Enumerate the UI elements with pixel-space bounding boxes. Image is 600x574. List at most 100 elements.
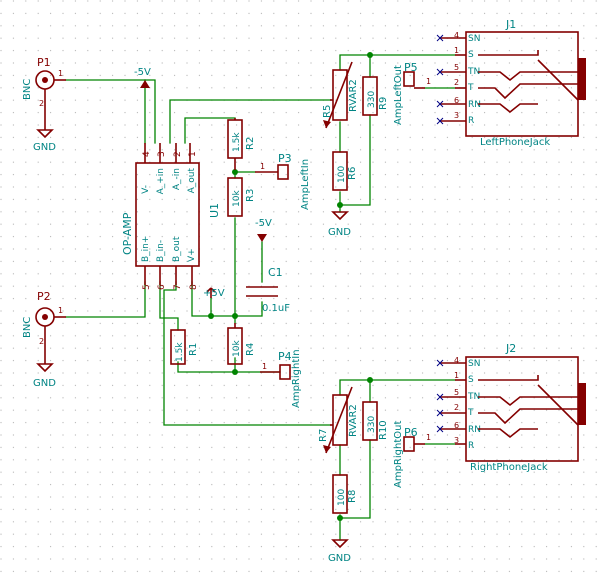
r9-ref: R9	[378, 97, 389, 110]
svg-text:R: R	[468, 116, 474, 126]
r1-ref: R1	[188, 343, 199, 356]
phone-jack-j1: J1 4 1 5 2 6 3 SN S TN T RN R	[436, 18, 586, 148]
svg-text:SN: SN	[468, 359, 480, 369]
svg-text:7: 7	[173, 284, 183, 290]
gnd-symbol-left: GND	[328, 211, 351, 238]
resistor-r10: 330 R10	[362, 401, 389, 441]
r3-ref: R3	[245, 189, 256, 202]
svg-text:2: 2	[173, 151, 183, 157]
p5-ref: P5	[404, 61, 418, 74]
svg-text:TN: TN	[467, 392, 480, 402]
svg-text:1: 1	[58, 69, 63, 78]
p3-ref: P3	[278, 152, 292, 165]
test-point-p5: 1 P5 AmpLeftOut	[393, 61, 431, 125]
svg-text:6: 6	[454, 96, 459, 105]
svg-text:A_+in: A_+in	[156, 168, 166, 194]
svg-text:S: S	[468, 50, 474, 60]
bnc-connector-p2: P2 1 2 BNC	[22, 290, 66, 350]
svg-text:3: 3	[157, 151, 167, 157]
svg-text:2: 2	[454, 78, 459, 87]
svg-text:RN: RN	[468, 425, 481, 435]
junctions	[208, 52, 373, 521]
j2-ref: J2	[505, 342, 516, 355]
capacitor-c1: C1 0.1uF	[246, 266, 290, 314]
svg-text:TN: TN	[467, 67, 480, 77]
c1-ref: C1	[268, 266, 283, 279]
resistor-r2: 1.5k R2	[227, 118, 256, 170]
svg-text:3: 3	[454, 111, 459, 120]
svg-text:5: 5	[142, 284, 152, 290]
r7-ref: R7	[318, 429, 329, 442]
svg-text:SN: SN	[468, 34, 480, 44]
p4-ref: P4	[278, 350, 292, 363]
r10-ref: R10	[378, 420, 389, 440]
test-point-p3: 1 P3 AmpLeftIn	[255, 152, 311, 210]
svg-text:V-: V-	[141, 185, 151, 194]
j1-ref: J1	[505, 18, 516, 31]
svg-text:RVAR2: RVAR2	[348, 79, 359, 112]
resistor-r8: 100 R8	[332, 474, 358, 514]
svg-text:4: 4	[454, 31, 459, 40]
p1-value: BNC	[22, 79, 33, 100]
c1-value: 0.1uF	[262, 303, 290, 314]
svg-text:T: T	[467, 408, 474, 418]
svg-text:A_out: A_out	[187, 168, 197, 194]
svg-text:+5V: +5V	[203, 288, 225, 299]
svg-text:AmpRightOut: AmpRightOut	[393, 421, 404, 488]
j1-value: LeftPhoneJack	[480, 137, 550, 148]
svg-text:330: 330	[367, 91, 377, 108]
svg-text:1: 1	[454, 371, 459, 380]
phone-jack-j2: J2 4 1 5 2 6 3 SN S TN T RN R	[436, 342, 586, 473]
p1-ref: P1	[37, 56, 51, 69]
svg-text:1: 1	[58, 306, 63, 315]
resistor-r4: 10k R4	[227, 323, 256, 365]
svg-text:V+: V+	[187, 248, 197, 262]
svg-text:10k: 10k	[232, 340, 242, 357]
svg-text:3: 3	[454, 436, 459, 445]
p2-ref: P2	[37, 290, 51, 303]
svg-text:GND: GND	[33, 378, 56, 389]
svg-text:10k: 10k	[232, 190, 242, 207]
wires	[65, 54, 456, 541]
svg-text:2: 2	[454, 403, 459, 412]
svg-text:5: 5	[454, 63, 459, 72]
neg5v-supply-c1: -5V	[255, 218, 272, 242]
svg-text:GND: GND	[33, 142, 56, 153]
svg-text:B_out: B_out	[172, 236, 182, 262]
resistor-r6: 100 R6	[332, 151, 358, 191]
gnd-symbol-right: GND	[328, 539, 351, 564]
r5-ref: R5	[322, 105, 333, 118]
p2-value: BNC	[22, 317, 33, 338]
svg-text:1: 1	[426, 77, 431, 86]
svg-text:100: 100	[337, 166, 347, 183]
svg-text:AmpLeftIn: AmpLeftIn	[300, 159, 311, 210]
u1-ref: U1	[208, 203, 221, 218]
potentiometer-r5: R5 RVAR2	[322, 61, 359, 129]
r8-ref: R8	[347, 490, 358, 503]
svg-text:B_in+: B_in+	[141, 236, 151, 262]
resistor-r3: 10k R3	[227, 177, 256, 217]
bnc-connector-p1: P1 1 2 BNC	[22, 56, 66, 112]
svg-text:AmpLeftOut: AmpLeftOut	[393, 65, 404, 125]
svg-text:GND: GND	[328, 227, 351, 238]
svg-text:2: 2	[39, 99, 44, 108]
test-point-p6: 1 P6 AmpRightOut	[393, 421, 431, 488]
svg-text:-5V: -5V	[134, 67, 151, 78]
svg-text:AmpRightIn: AmpRightIn	[291, 349, 302, 408]
svg-text:1: 1	[260, 162, 265, 171]
svg-text:GND: GND	[328, 553, 351, 564]
svg-text:6: 6	[454, 421, 459, 430]
r6-ref: R6	[347, 167, 358, 180]
svg-text:1.5k: 1.5k	[232, 132, 242, 152]
neg5v-supply-top: -5V	[134, 67, 151, 88]
potentiometer-r7: R7 RVAR2	[318, 386, 359, 454]
opamp-u1: 4 3 2 1 5 6 7 8 V- A_+in A_-in A_out B_i…	[121, 143, 221, 290]
gnd-symbol-p2: GND	[33, 350, 56, 389]
svg-text:RVAR2: RVAR2	[348, 404, 359, 437]
r2-ref: R2	[245, 137, 256, 150]
svg-text:-5V: -5V	[255, 218, 272, 229]
svg-text:T: T	[467, 83, 474, 93]
svg-text:1.5k: 1.5k	[175, 342, 185, 362]
